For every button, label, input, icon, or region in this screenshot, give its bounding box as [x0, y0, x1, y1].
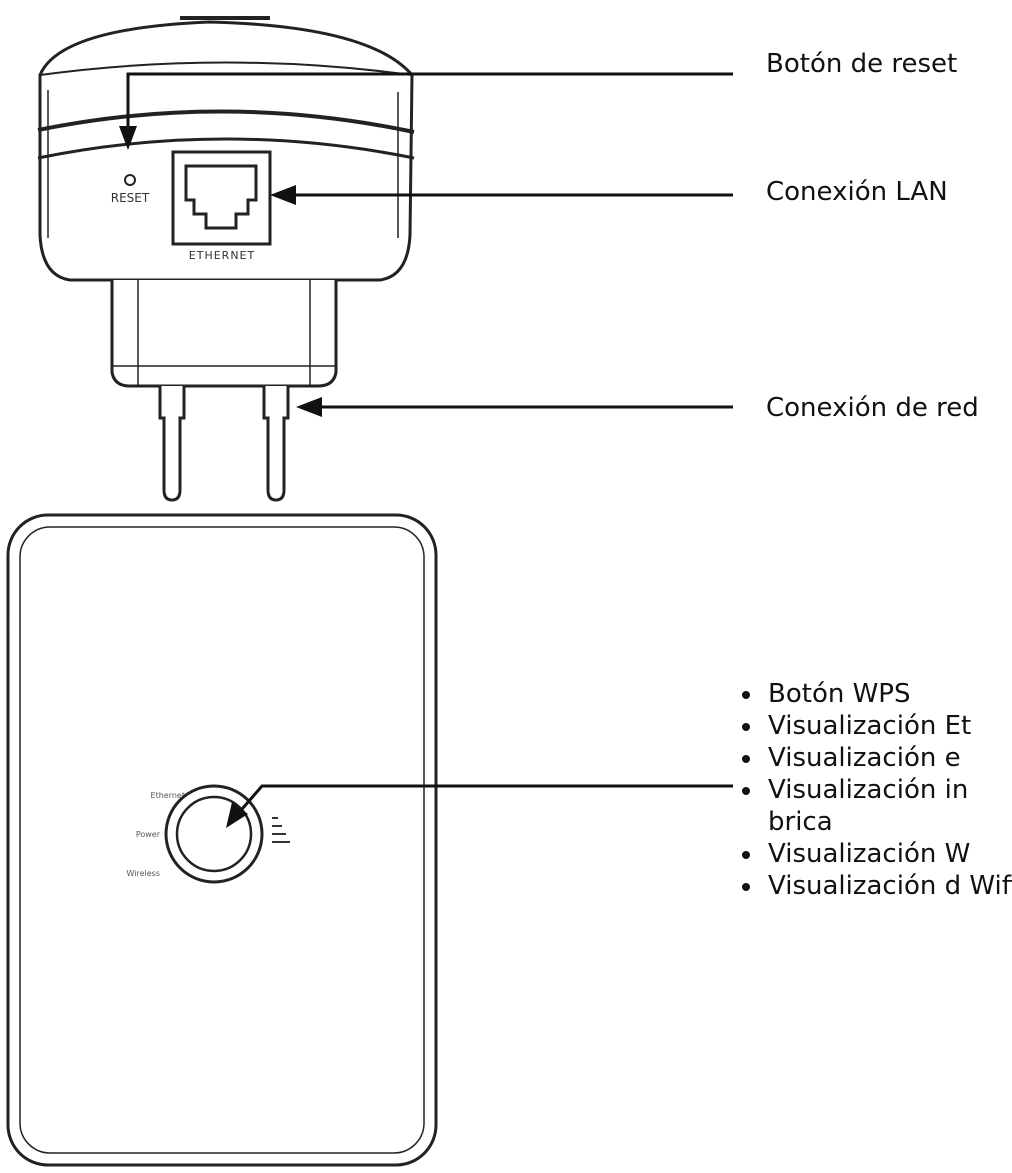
signal-icon	[272, 817, 290, 843]
list-item: Visualización e	[738, 742, 1012, 774]
list-item: Botón WPS	[738, 678, 1012, 710]
ethernet-port-label: ETHERNET	[189, 249, 255, 262]
list-item: Visualización in brica	[738, 774, 1012, 838]
led-wireless-label: Wireless	[127, 869, 160, 878]
callout-power: Conexión de red	[766, 393, 979, 423]
callout-reset-button: Botón de reset	[766, 49, 958, 79]
reset-pinhole	[124, 174, 136, 186]
wps-button	[164, 784, 264, 884]
led-ethernet-label: Ethernet	[151, 791, 185, 800]
panel-features-list: Botón WPS Visualización Et Visualización…	[738, 678, 1012, 902]
list-item: Visualización d Wifi	[738, 870, 1012, 902]
arrow-heads	[119, 126, 322, 828]
list-item: Visualización Et	[738, 710, 1012, 742]
ethernet-port	[171, 150, 272, 246]
callout-lan: Conexión LAN	[766, 177, 948, 207]
led-power-label: Power	[136, 830, 161, 839]
callout-arrows	[126, 72, 733, 817]
plug-pins	[158, 386, 290, 502]
list-item: Visualización W	[738, 838, 1012, 870]
plug-base	[110, 280, 338, 388]
device-front	[6, 513, 438, 1167]
reset-port-label: RESET	[111, 191, 150, 205]
plug-housing	[37, 16, 415, 282]
